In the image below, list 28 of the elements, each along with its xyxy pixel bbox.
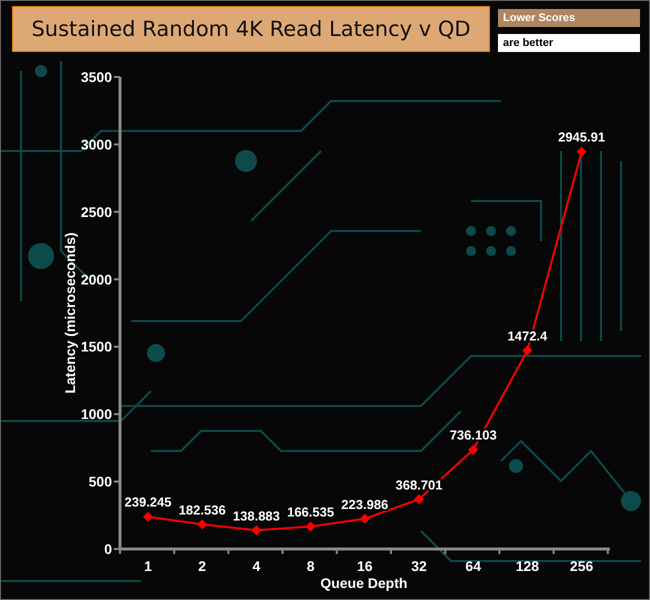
x-tick-label: 256 bbox=[570, 558, 594, 574]
chart-title: Sustained Random 4K Read Latency v QD bbox=[12, 6, 490, 52]
y-axis-title: Latency (microseconds) bbox=[62, 232, 78, 394]
x-tick-label: 4 bbox=[252, 558, 260, 574]
x-tick-label: 16 bbox=[357, 558, 373, 574]
note-header: Lower Scores bbox=[498, 9, 640, 27]
y-tick-label: 1500 bbox=[80, 338, 112, 355]
x-tick-label: 64 bbox=[465, 558, 481, 574]
y-tick-label: 2000 bbox=[80, 271, 112, 288]
data-label: 182.536 bbox=[178, 502, 226, 518]
x-tick-label: 1 bbox=[144, 558, 152, 574]
x-tick-label: 8 bbox=[306, 558, 314, 574]
data-label: 223.986 bbox=[341, 496, 388, 512]
data-label: 2945.91 bbox=[558, 130, 606, 145]
x-tick-label: 32 bbox=[411, 558, 427, 574]
note-text: are better bbox=[498, 34, 640, 52]
x-axis-title: Queue Depth bbox=[320, 575, 408, 591]
y-tick-label: 1000 bbox=[80, 406, 112, 422]
data-label: 239.245 bbox=[124, 494, 172, 510]
y-tick-label: 500 bbox=[88, 474, 112, 490]
y-tick-label: 3000 bbox=[80, 136, 112, 152]
data-label: 138.883 bbox=[232, 508, 280, 524]
x-tick-label: 2 bbox=[198, 558, 206, 574]
y-tick-label: 3500 bbox=[80, 69, 112, 85]
x-tick-label: 128 bbox=[516, 558, 540, 574]
data-label: 166.535 bbox=[287, 504, 334, 520]
y-tick-label: 0 bbox=[104, 541, 112, 557]
y-tick-label: 2500 bbox=[80, 204, 112, 220]
